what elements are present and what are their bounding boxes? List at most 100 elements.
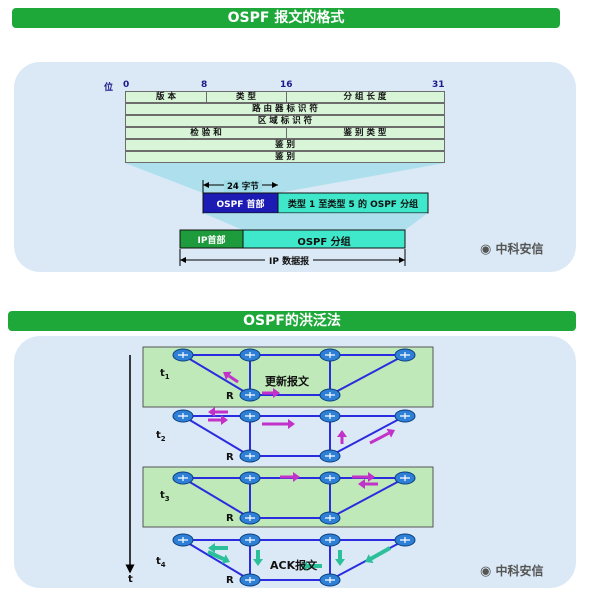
update-arrow [227,374,239,384]
ip-header-label: IP首部 [197,236,226,246]
network-link [182,354,251,396]
router-r-t3: R [226,513,234,524]
router-cross-mark [400,475,410,481]
network-link [182,415,251,457]
router-cross-mark [245,352,255,358]
bit-label: 位 [104,83,114,93]
ack-arrow [207,550,225,561]
update-arrow-head [337,430,347,437]
update-arrow [369,431,390,445]
router-cross-mark [325,577,335,583]
update-arrow-head [358,479,365,489]
update-arrow-head [386,428,395,438]
ospf-packet-box [242,229,406,249]
update-arrow-head [273,388,280,398]
header-row-6: 鉴 别 [125,151,445,163]
title-ospf-format: OSPF 报文的格式 [12,8,560,28]
ack-arrow-head [221,554,230,564]
type-field: 类 型 [236,92,256,102]
bytes-label: 24 字节 [224,180,262,192]
auth-field-1: 鉴 别 [275,140,295,150]
router-cross-mark [325,453,335,459]
update-arrow-head [293,472,300,482]
version-field: 版 本 [156,92,176,102]
area-id-field: 区 域 标 识 符 [257,116,313,126]
update-arrow-head [368,472,375,482]
bit-tick-31: 31 [432,80,445,90]
ack-arrow-head [335,559,345,566]
ospf-header-label: OSPF 首部 [216,200,265,210]
packet-length-field: 分 组 长 度 [343,92,387,102]
router-cross-mark [325,392,335,398]
router-cross-mark [400,413,410,419]
network-link [329,354,406,396]
ospf-packet-label: OSPF 分组 [297,237,351,248]
ack-arrow-head [253,559,263,566]
ack-arrow [370,546,391,561]
router-cross-mark [325,475,335,481]
checksum-field: 检 验 和 [190,128,222,138]
router-cross-mark [178,352,188,358]
auth-type-field: 鉴 别 类 型 [343,128,387,138]
router-cross-mark [400,537,410,543]
router-id-field: 路 由 器 标 识 符 [252,104,318,114]
router-cross-mark [178,413,188,419]
step-label-t1: t1 [160,368,170,381]
watermark-bottom: ◉ 中科安信 [480,562,544,579]
step-label-t2: t2 [156,430,166,443]
router-cross-mark [178,537,188,543]
ospf-body-label: 类型 1 至类型 5 的 OSPF 分组 [287,200,419,210]
network-link [329,415,406,457]
watermark-text-bottom: 中科安信 [495,564,544,578]
step-label-t3: t3 [160,490,170,503]
watermark-text-top: 中科安信 [495,242,544,256]
router-r-t2: R [226,452,234,463]
router-cross-mark [325,515,335,521]
router-cross-mark [245,392,255,398]
bit-tick-16: 16 [280,80,293,90]
wechat-icon: ◉ [480,564,492,579]
funnel-projection-2 [203,213,428,230]
network-link [182,539,251,581]
network-link [329,477,406,519]
router-cross-mark [245,537,255,543]
update-arrow-head [223,371,232,381]
router-r-t1: R [226,391,234,402]
watermark-top: ◉ 中科安信 [480,240,544,257]
bit-tick-0: 0 [123,80,130,90]
bit-tick-8: 8 [201,80,208,90]
network-link [182,477,251,519]
packet-structure-graphic [125,163,445,266]
router-cross-mark [245,475,255,481]
update-arrow-head [221,415,228,425]
update-packet-label: 更新报文 [265,375,309,388]
step-label-t4: t4 [156,556,166,569]
header-row-5: 鉴 别 [125,139,445,151]
ack-packet-label: ACK报文 [270,559,318,572]
router-cross-mark [245,413,255,419]
router-r-t4: R [226,575,234,586]
router-cross-mark [400,352,410,358]
ack-arrow-head [300,561,307,571]
ip-datagram-label: IP 数据报 [265,254,314,267]
router-cross-mark [245,515,255,521]
ack-arrow-head [365,554,374,563]
wechat-icon: ◉ [480,242,492,257]
router-cross-mark [325,352,335,358]
auth-field-2: 鉴 别 [275,152,295,162]
ack-arrow-head [208,543,215,553]
time-axis-label: t [128,574,133,585]
router-cross-mark [245,453,255,459]
update-arrow-head [288,419,295,429]
header-row-2: 路 由 器 标 识 符 [125,103,445,115]
header-row-1: 版 本 类 型 分 组 长 度 [125,91,445,103]
header-row-4: 检 验 和 鉴 别 类 型 [125,127,445,139]
router-cross-mark [178,475,188,481]
router-cross-mark [325,537,335,543]
router-cross-mark [245,577,255,583]
router-cross-mark [325,413,335,419]
header-row-3: 区 域 标 识 符 [125,115,445,127]
title-ospf-flooding: OSPF的洪泛法 [8,311,576,331]
update-arrow-head [208,407,215,417]
